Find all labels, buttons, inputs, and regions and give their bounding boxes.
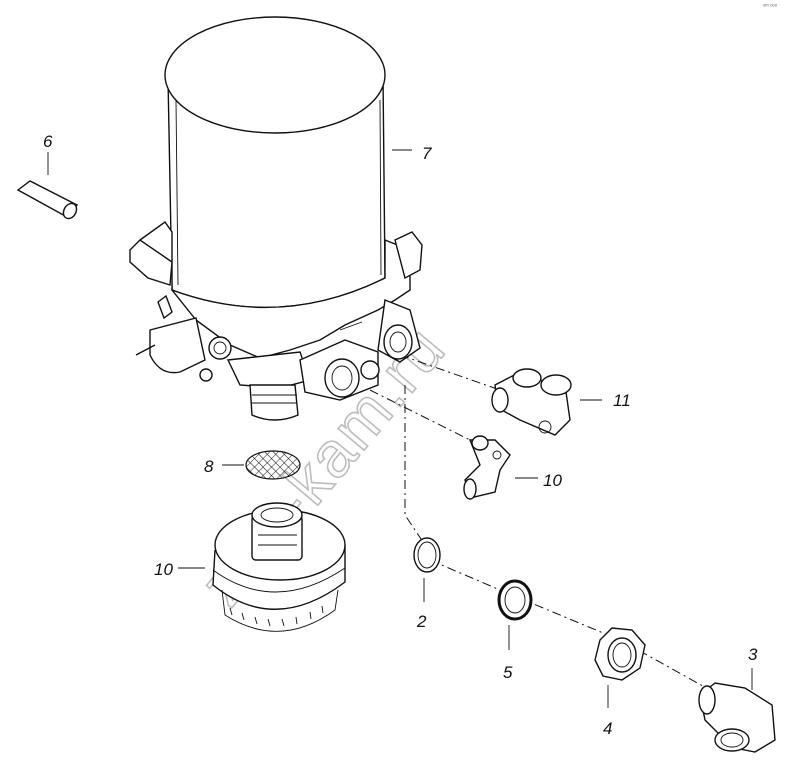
callout-2: 2 bbox=[416, 612, 427, 631]
callout-8: 8 bbox=[204, 457, 214, 476]
silencer-part bbox=[178, 502, 346, 632]
nut-part bbox=[594, 627, 646, 708]
callout-10-left: 10 bbox=[154, 560, 173, 579]
callout-10-right: 10 bbox=[543, 471, 562, 490]
double-fitting-part bbox=[491, 368, 602, 436]
callout-6: 6 bbox=[43, 132, 53, 151]
callout-5: 5 bbox=[503, 663, 513, 682]
callout-11: 11 bbox=[613, 391, 631, 410]
corner-code: ⁿᵐ ᵒᵒᵒ bbox=[763, 3, 778, 10]
callout-labels: 6 7 11 10 8 10 2 5 4 3 bbox=[43, 132, 758, 738]
sealing-washer-part bbox=[497, 579, 533, 650]
assembly-axis-lines bbox=[369, 354, 711, 691]
valve-body-part bbox=[129, 221, 423, 421]
callout-7: 7 bbox=[422, 144, 432, 163]
callout-3: 3 bbox=[748, 645, 758, 664]
callout-4: 4 bbox=[603, 719, 612, 738]
pin-part bbox=[16, 152, 79, 220]
elbow-pipe-part bbox=[698, 668, 776, 753]
o-ring-part bbox=[413, 537, 441, 602]
elbow-fitting-part bbox=[463, 435, 538, 500]
filter-mesh-part bbox=[222, 450, 301, 480]
dryer-cartridge-part bbox=[164, 16, 412, 309]
